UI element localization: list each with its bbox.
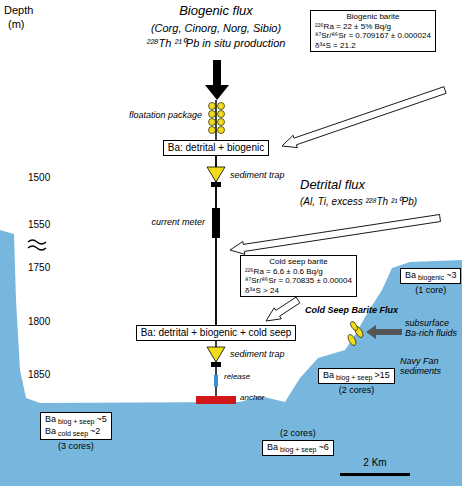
text-row: Ba: detrital + biogenic [168,142,264,154]
box-text: Ba [45,414,56,424]
text-row: Biogenic barite [315,12,431,22]
isotope-box: Biogenic barite²²⁶Ra = 22 ± 5% Bq/g⁸⁷Sr/… [310,10,436,52]
text-row: Babiogenic~3 [405,270,456,282]
box-text: ~5 [97,414,107,424]
text-row: δ³⁴S > 24 [245,286,352,296]
flux-components: ²²⁸Th ²¹⁰Pb in situ production [147,37,286,50]
box-text: Ba [45,426,56,436]
instrument-label: current meter [151,217,205,227]
flux-components: (Corg, Cinorg, Norg, Sibio) [151,22,281,35]
box-text: ²²⁶Ra = 6.6 ± 0.6 Bq/g [245,267,323,276]
core-count: (1 core) [415,285,446,296]
text-row: ⁸⁷Sr/⁸⁶Sr = 0.70835 ± 0.00004 [245,276,352,286]
detrital-arrows [230,87,446,321]
anchor [196,396,236,404]
depth-tick: 1750 [28,262,50,274]
barium-box: Ba: detrital + biogenic + cold seep [136,325,297,341]
flux-title: Detrital flux [300,178,365,193]
depth-tick: 1800 [28,316,50,328]
text-row: Babiog + seep~5 [45,414,107,426]
depth-break [28,240,46,250]
flux-arrow [266,297,300,321]
floatation-package [209,103,225,134]
fluid-label: subsurface Ba-rich fluids [405,318,461,339]
box-text: Ba [405,270,416,280]
box-text: Cold seep barite [269,257,327,266]
box-text: Biogenic barite [346,12,399,21]
subscript: biog + seep [280,446,316,453]
subscript: biog + seep [336,374,372,381]
scale-bar [340,473,410,476]
box-text: δ³⁴S > 24 [245,286,279,295]
text-row: ²²⁶Ra = 6.6 ± 0.6 Bq/g [245,267,352,277]
instrument-label: anchor [240,393,264,402]
text-row: Ba: detrital + biogenic + cold seep [141,327,292,339]
barium-box: Ba: detrital + biogenic [163,140,269,156]
box-text: Ba [323,370,334,380]
isotope-box: Cold seep barite²²⁶Ra = 6.6 ± 0.6 Bq/g⁸⁷… [240,255,357,297]
core-box: Babiogenic~3(1 core) [400,268,461,284]
sediment-trap [207,167,225,182]
instrument-label: release [224,372,250,381]
box-text: >15 [375,370,390,380]
flux-arrow [230,215,441,255]
flux-title: Biogenic flux [179,4,253,19]
seep-symbols [346,320,364,346]
subscript: biog + seep [58,418,94,425]
core-box: Babiog + seep~6(2 cores) [262,440,334,456]
depth-tick: 1850 [28,369,50,381]
sediment-trap [207,347,225,362]
box-text: δ³⁴S = 21.2 [315,41,356,50]
subscript: biogenic [418,274,444,281]
scale-label: 2 Km [363,457,386,469]
current-meter [212,208,220,238]
text-row: Babiog + seep>15 [323,370,390,382]
flux-components: (Al, Ti, excess ²²⁸Th ²¹⁰Pb) [300,196,417,208]
box-text: ~6 [319,442,329,452]
depth-tick: 1500 [28,172,50,184]
box-text: ~3 [446,270,456,280]
release [214,375,218,387]
trap-frame [211,182,221,187]
core-box: Babiog + seep>15(2 cores) [318,368,395,384]
region-label: Navy Fan sediments [400,356,460,377]
seep-arrow [366,325,402,339]
box-text: Ba: detrital + biogenic + cold seep [141,327,292,338]
flux-arrow [282,87,446,148]
flux-title: Cold Seep Barite Flux [305,305,398,315]
core-count: (2 cores) [280,428,316,439]
text-row: Bacold seep~2 [45,426,107,438]
box-text: ~2 [90,426,100,436]
core-count: (3 cores) [58,441,94,452]
box-text: Ba: detrital + biogenic [168,142,264,153]
instrument-label: sediment trap [230,170,285,180]
seafloor-sediment [0,230,462,486]
text-row: δ³⁴S = 21.2 [315,41,431,51]
text-row: ⁸⁷Sr/⁸⁶Sr = 0.709167 ± 0.000024 [315,31,431,41]
text-row: Cold seep barite [245,257,352,267]
subscript: cold seep [58,430,88,437]
axis-title: Depth [4,4,33,17]
core-box: Babiog + seep~5Bacold seep~2(3 cores) [40,412,112,440]
text-row: Babiog + seep~6 [267,442,329,454]
instrument-label: floatation package [129,110,202,120]
axis-unit: (m) [8,18,25,31]
flux-arrow-head [205,85,229,100]
flux-arrow-shaft [213,60,221,86]
box-text: ⁸⁷Sr/⁸⁶Sr = 0.70835 ± 0.00004 [245,276,352,285]
box-text: ⁸⁷Sr/⁸⁶Sr = 0.709167 ± 0.000024 [315,31,431,40]
trap-frame [211,362,221,367]
box-text: ²²⁶Ra = 22 ± 5% Bq/g [315,22,391,31]
text-row: ²²⁶Ra = 22 ± 5% Bq/g [315,22,431,32]
core-count: (2 cores) [339,385,375,396]
instrument-label: sediment trap [230,349,285,359]
box-text: Ba [267,442,278,452]
depth-tick: 1550 [28,219,50,231]
